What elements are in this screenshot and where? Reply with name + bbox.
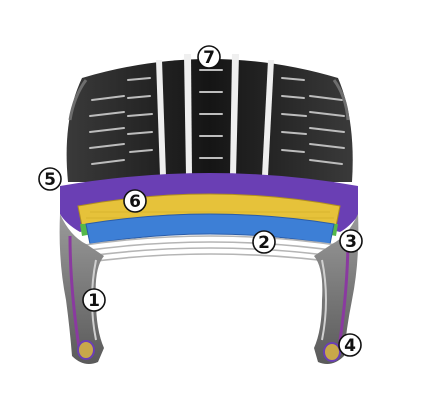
callout-2: 2	[252, 230, 276, 254]
callout-6: 6	[123, 189, 147, 213]
callout-2-label: 2	[258, 233, 270, 253]
callout-7-label: 7	[203, 48, 215, 68]
tread-grooves	[156, 54, 274, 176]
carcass-ply	[73, 235, 351, 265]
callout-7: 7	[197, 45, 221, 69]
callout-6-label: 6	[129, 192, 141, 212]
callout-3: 3	[339, 229, 363, 253]
tread-sipes	[89, 69, 345, 165]
bead-right	[323, 342, 341, 362]
tread	[66, 54, 353, 182]
callout-4: 4	[338, 333, 362, 357]
callout-4-label: 4	[344, 336, 356, 356]
sidewall-left	[59, 214, 104, 364]
callout-1: 1	[82, 288, 106, 312]
callout-5-label: 5	[44, 170, 56, 190]
callout-5: 5	[38, 167, 62, 191]
bead-left	[77, 340, 95, 360]
callout-3-label: 3	[345, 232, 357, 252]
callout-1-label: 1	[88, 291, 100, 311]
